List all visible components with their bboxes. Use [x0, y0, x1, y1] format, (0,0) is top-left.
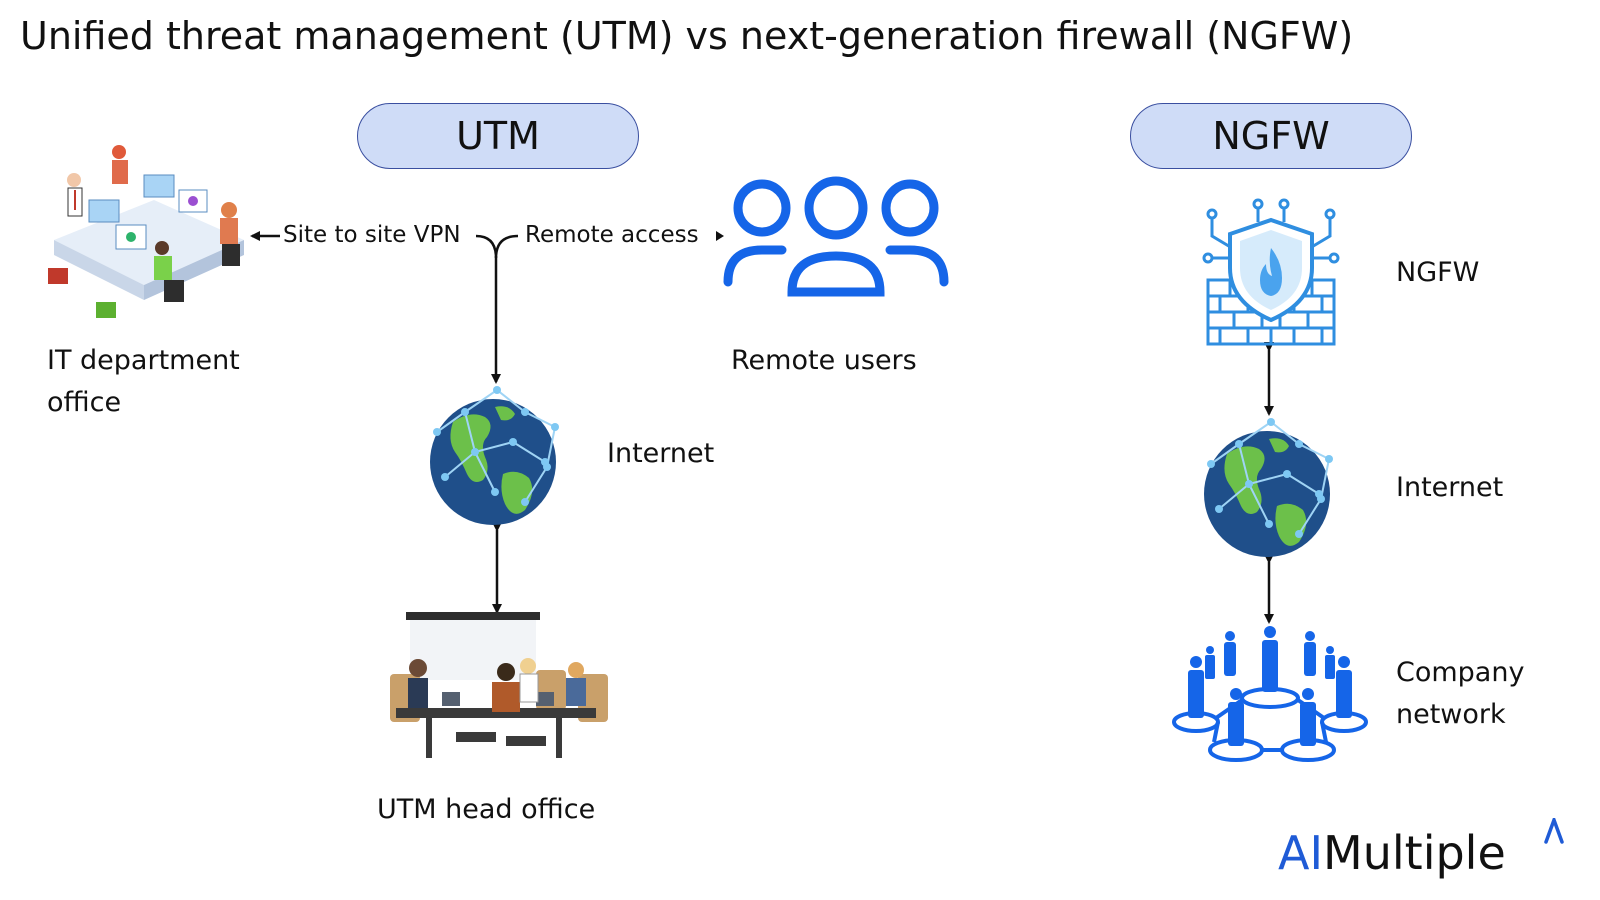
utm-header-pill: UTM — [357, 103, 639, 169]
aimultiple-logo: AIMultiple — [1278, 826, 1506, 880]
ngfw-internet-globe-icon — [1204, 418, 1333, 557]
vpn-brace — [475, 234, 519, 259]
logo-ai-text: AI — [1278, 826, 1324, 880]
company-network-icon — [1172, 626, 1368, 762]
remote-users-icon — [723, 176, 949, 297]
utm-internet-label: Internet — [607, 438, 715, 469]
ngfw-firewall-label: NGFW — [1396, 257, 1480, 288]
company-network-label: Company network — [1396, 657, 1525, 730]
head-office-illustration — [390, 612, 608, 758]
it-office-label: IT department office — [47, 345, 240, 418]
firewall-shield-icon — [1202, 198, 1340, 346]
ngfw-internet-label: Internet — [1396, 472, 1504, 503]
page-title: Unified threat management (UTM) vs next-… — [20, 14, 1354, 58]
ngfw-header-pill: NGFW — [1130, 103, 1412, 169]
logo-mark-icon — [1544, 818, 1564, 844]
logo-multiple-text: Multiple — [1323, 826, 1506, 880]
remote-access-label: Remote access — [525, 222, 699, 248]
site-vpn-label: Site to site VPN — [283, 222, 461, 248]
ngfw-header-label: NGFW — [1212, 114, 1330, 158]
head-office-label: UTM head office — [377, 794, 596, 825]
it-office-illustration — [48, 145, 244, 318]
utm-header-label: UTM — [456, 114, 540, 158]
utm-internet-globe-icon — [430, 386, 559, 525]
arrow-to-remote-users — [716, 231, 724, 241]
remote-users-label: Remote users — [731, 345, 917, 376]
